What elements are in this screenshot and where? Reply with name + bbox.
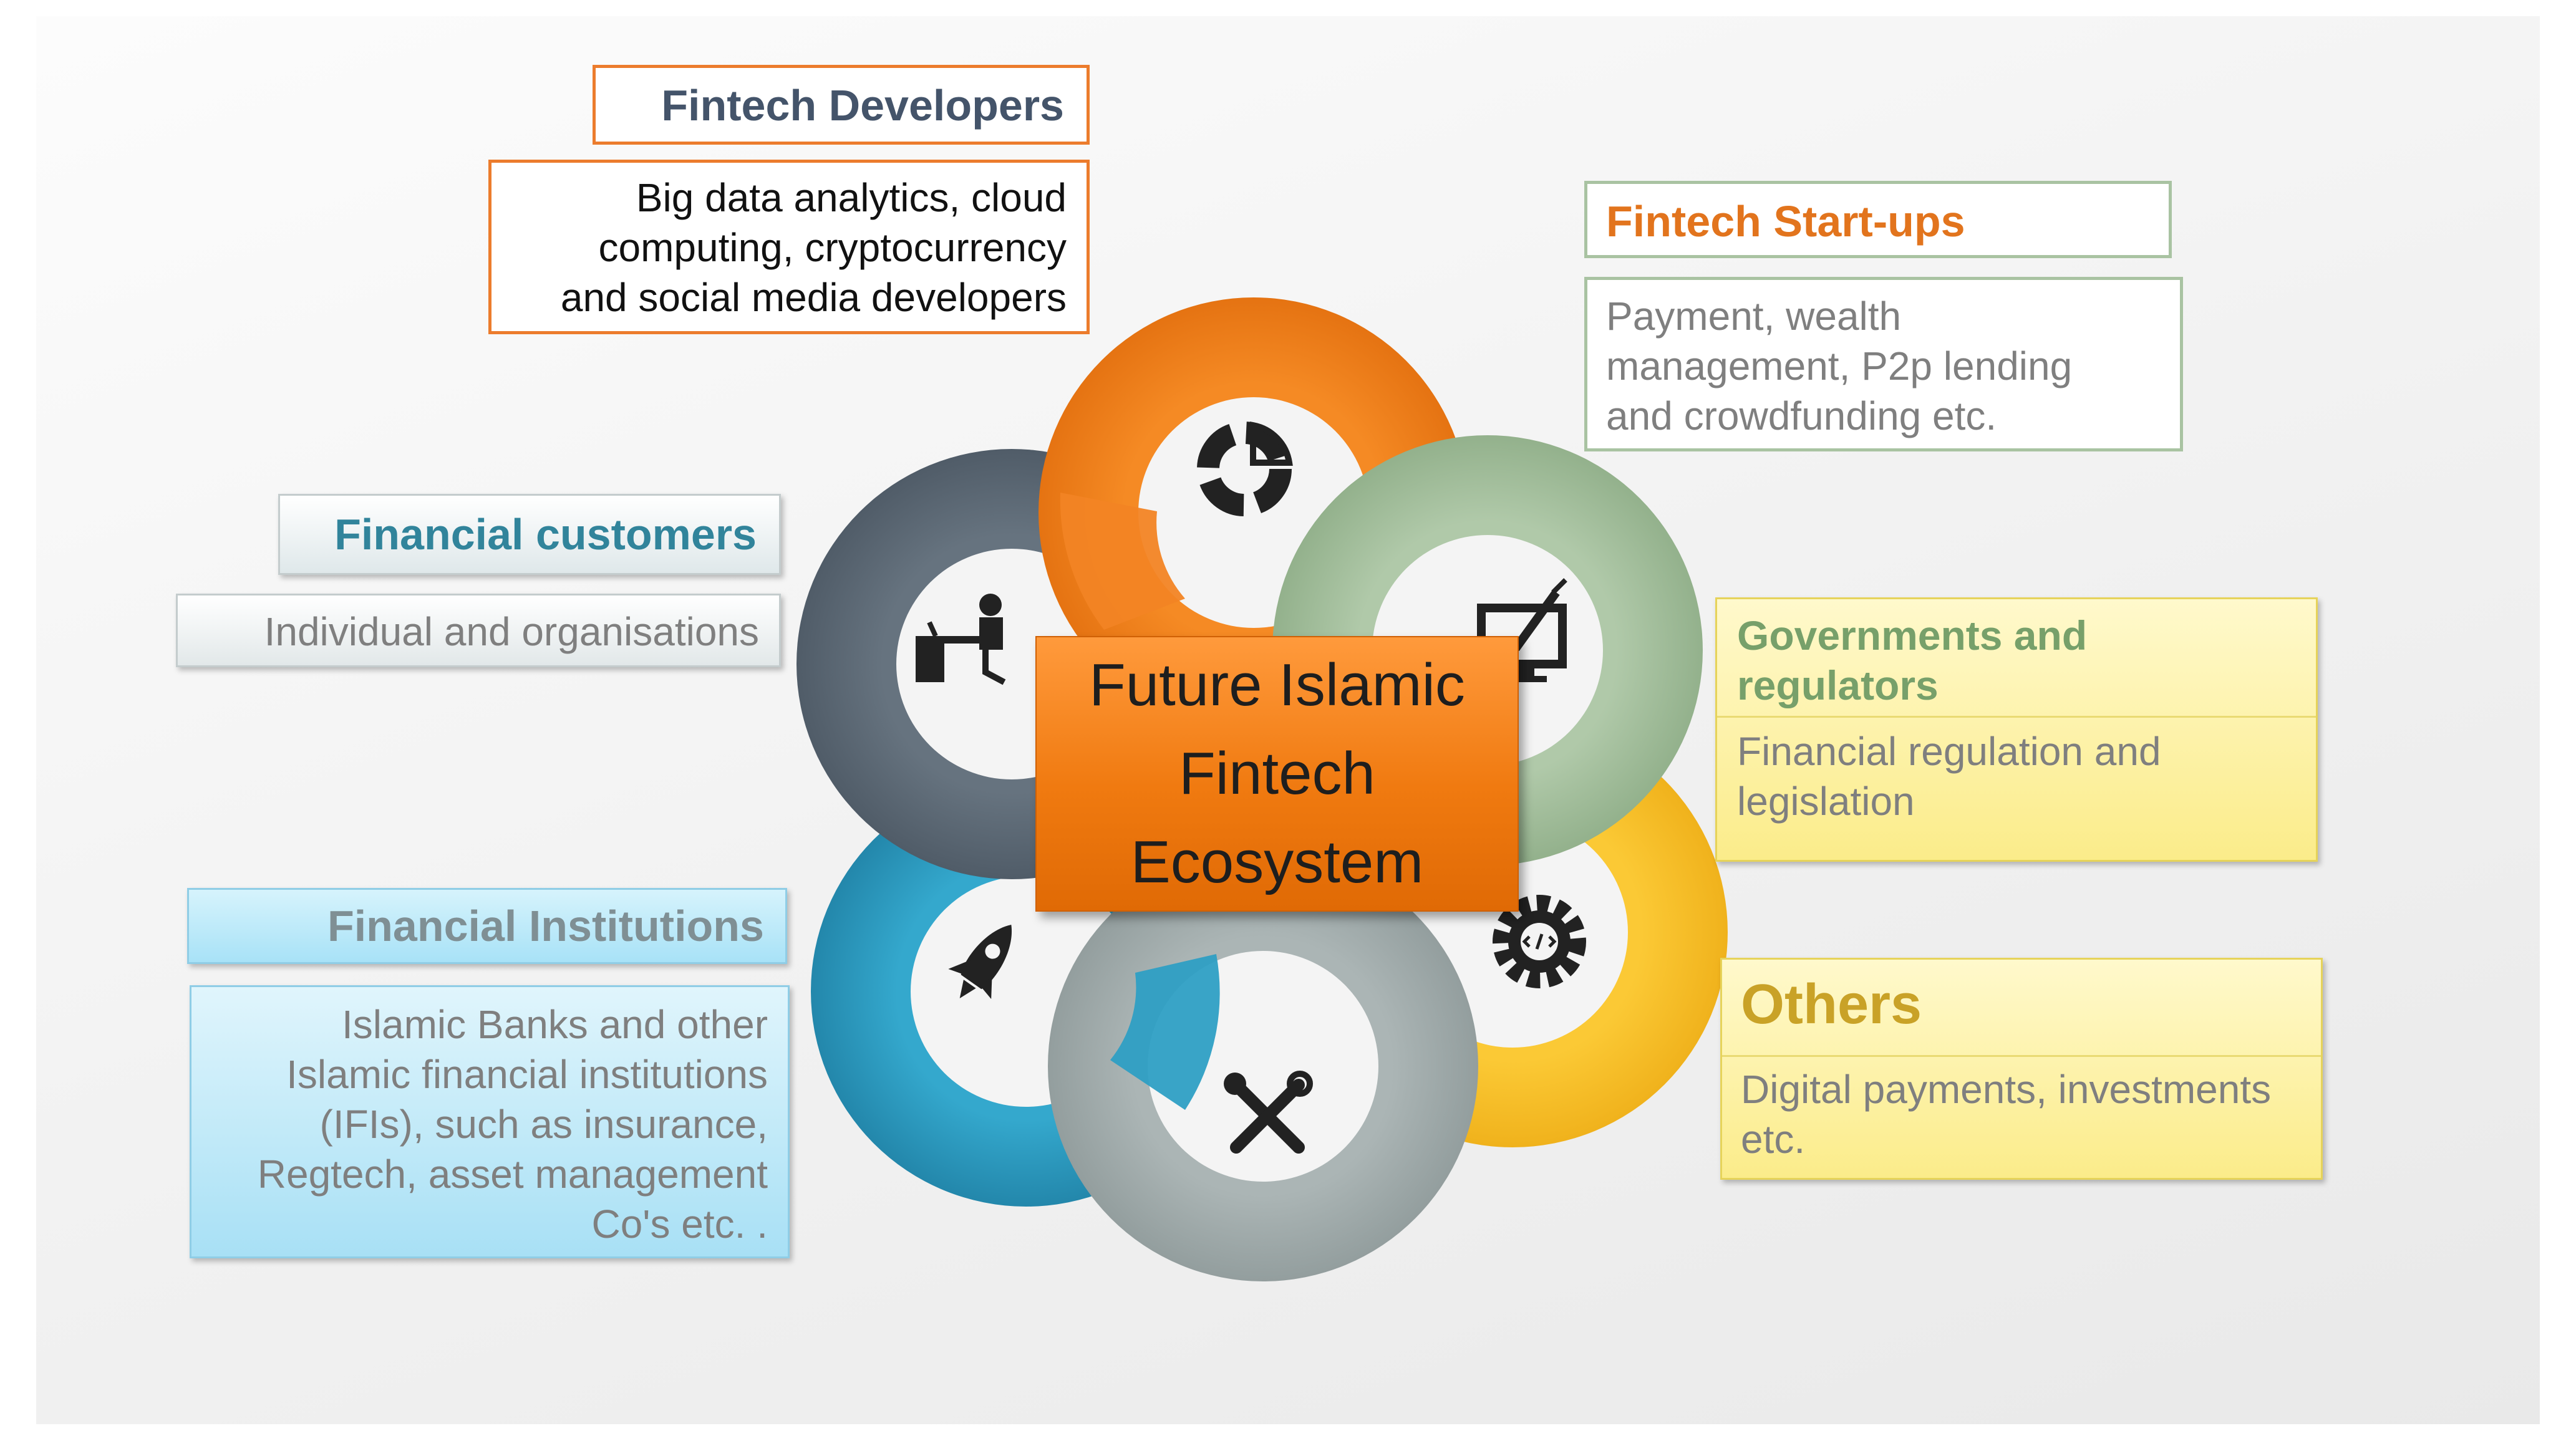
governments-desc: Financial regulation and legislation [1737,729,2161,824]
financial-institutions-title-box: Financial Institutions [187,888,787,964]
fintech-startups-title: Fintech Start-ups [1606,197,1965,246]
fintech-startups-desc: Payment, wealth management, P2p lending … [1606,294,2073,438]
pie-chart-icon [1197,421,1293,516]
financial-institutions-title: Financial Institutions [327,902,764,950]
others-panel: Others Digital payments, investments etc… [1720,958,2323,1180]
gear-code-icon [1493,895,1586,988]
fintech-startups-desc-box: Payment, wealth management, P2p lending … [1584,277,2183,451]
desk-worker-icon [916,594,1006,685]
rocket-icon [948,925,1012,1000]
governments-title: Governments and regulators [1717,599,2316,718]
fintech-developers-desc: Big data analytics, cloud computing, cry… [560,175,1067,320]
fintech-startups-title-box: Fintech Start-ups [1584,181,2172,258]
financial-institutions-desc-box: Islamic Banks and other Islamic financia… [190,985,790,1258]
financial-institutions-desc: Islamic Banks and other Islamic financia… [257,1002,768,1246]
center-label: Future Islamic Fintech Ecosystem [1089,652,1465,895]
financial-customers-desc: Individual and organisations [264,609,759,654]
fintech-developers-title: Fintech Developers [661,81,1064,130]
center-box: Future Islamic Fintech Ecosystem [1035,636,1519,912]
governments-panel: Governments and regulators Financial reg… [1715,597,2318,862]
others-desc: Digital payments, investments etc. [1741,1067,2272,1162]
petal-tools [1048,851,1478,1281]
financial-customers-title-box: Financial customers [278,494,781,575]
financial-customers-title: Financial customers [334,510,757,559]
fintech-developers-title-box: Fintech Developers [593,65,1090,145]
financial-customers-desc-box: Individual and organisations [176,594,781,667]
tools-icon [1224,1071,1313,1154]
fintech-developers-desc-box: Big data analytics, cloud computing, cry… [488,160,1090,334]
others-title: Others [1722,960,2321,1057]
